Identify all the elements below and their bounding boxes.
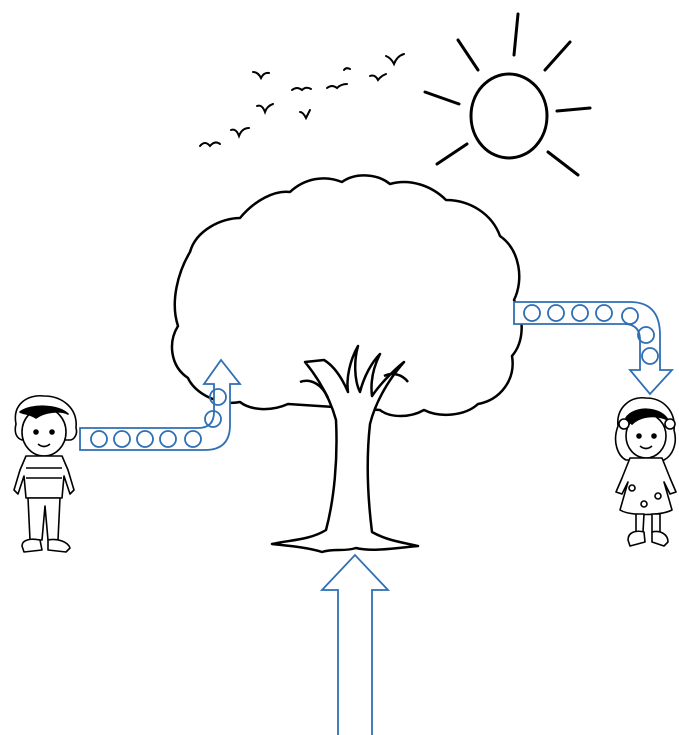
ground-to-tree-arrow — [322, 555, 388, 735]
boy-to-tree-arrow — [80, 360, 240, 450]
bird-flock-icon — [200, 54, 404, 146]
boy-figure — [14, 396, 77, 552]
tree-to-girl-arrow — [514, 302, 672, 394]
sun-icon — [425, 14, 590, 175]
girl-figure — [616, 398, 676, 546]
